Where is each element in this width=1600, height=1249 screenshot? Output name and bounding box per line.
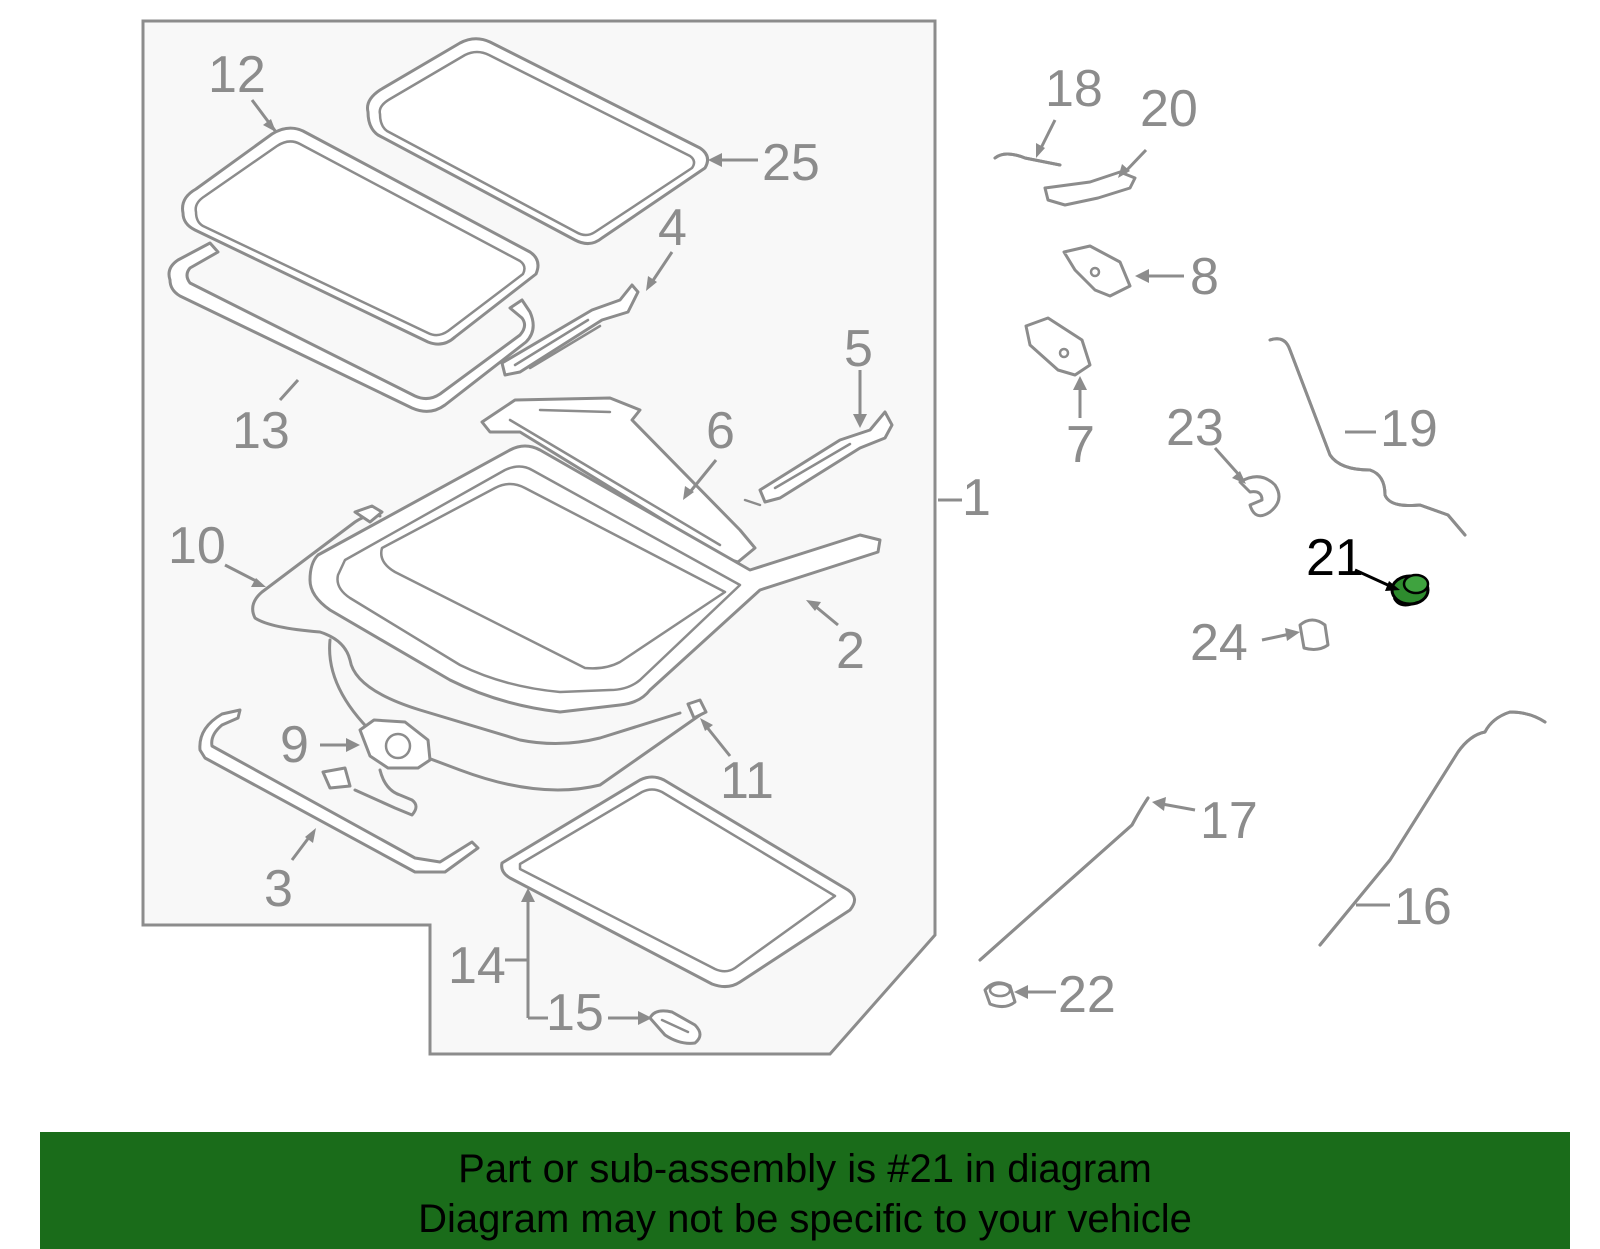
callout-7: 7 bbox=[1066, 416, 1095, 474]
part-2-main-frame[interactable] bbox=[308, 444, 882, 714]
part-12-glass-seal[interactable] bbox=[181, 126, 540, 346]
part-8-bracket[interactable] bbox=[1062, 244, 1132, 298]
callout-6: 6 bbox=[706, 402, 735, 460]
callout-20: 20 bbox=[1140, 80, 1198, 138]
callout-3: 3 bbox=[264, 860, 293, 918]
part-21-grommet[interactable] bbox=[1390, 573, 1430, 607]
part-18-hose[interactable] bbox=[993, 152, 1062, 167]
part-6-front-frame[interactable] bbox=[480, 396, 757, 564]
part-4-side-rail[interactable] bbox=[500, 283, 640, 377]
banner-line-2: Diagram may not be specific to your vehi… bbox=[418, 1197, 1192, 1241]
part-23-clip[interactable] bbox=[1238, 475, 1281, 518]
callout-16: 16 bbox=[1394, 878, 1452, 936]
part-9-motor[interactable] bbox=[321, 718, 432, 817]
callout-18: 18 bbox=[1045, 60, 1103, 118]
callout-19: 19 bbox=[1380, 400, 1438, 458]
leader-lines bbox=[224, 99, 1400, 1025]
callout-24: 24 bbox=[1190, 614, 1248, 672]
callout-11: 11 bbox=[720, 752, 774, 810]
callout-labels: 1 2 3 4 5 6 7 8 9 10 11 12 13 14 15 16 1… bbox=[168, 46, 1452, 1042]
part-13-sunshade[interactable] bbox=[167, 241, 535, 413]
part-info-banner: Part or sub-assembly is #21 in diagram D… bbox=[40, 1132, 1570, 1249]
part-24-cap[interactable] bbox=[1298, 618, 1330, 651]
part-16-drain-tube[interactable] bbox=[1318, 710, 1547, 947]
banner-line-1: Part or sub-assembly is #21 in diagram bbox=[458, 1147, 1152, 1191]
part-11-drain-hose[interactable] bbox=[328, 638, 708, 792]
callout-8: 8 bbox=[1190, 248, 1219, 306]
part-10-drain-hose[interactable] bbox=[251, 504, 682, 746]
callout-13: 13 bbox=[232, 402, 290, 460]
callout-21: 21 bbox=[1306, 529, 1364, 587]
callout-4: 4 bbox=[658, 199, 687, 257]
callout-2: 2 bbox=[836, 622, 865, 680]
callout-9: 9 bbox=[280, 716, 309, 774]
callout-10: 10 bbox=[168, 517, 226, 575]
part-25-glass-panel[interactable] bbox=[366, 37, 710, 245]
part-7-bracket[interactable] bbox=[1024, 316, 1092, 377]
part-3-wind-deflector[interactable] bbox=[198, 708, 480, 874]
callout-5: 5 bbox=[844, 320, 873, 378]
callout-14: 14 bbox=[448, 937, 506, 995]
part-14-tray[interactable] bbox=[500, 775, 856, 989]
callout-15: 15 bbox=[546, 984, 604, 1042]
callout-12: 12 bbox=[208, 46, 266, 104]
part-5-guide-rail[interactable] bbox=[743, 410, 894, 507]
callout-22: 22 bbox=[1058, 966, 1116, 1024]
callout-25: 25 bbox=[762, 134, 820, 192]
callout-17: 17 bbox=[1200, 792, 1258, 850]
part-20-connector[interactable] bbox=[1043, 170, 1137, 207]
part-22-grommet[interactable] bbox=[983, 981, 1017, 1009]
part-17-drain-tube[interactable] bbox=[978, 796, 1150, 962]
callout-1: 1 bbox=[962, 469, 991, 527]
part-19-drain-tube[interactable] bbox=[1268, 337, 1467, 537]
part-15-clip[interactable] bbox=[648, 1009, 702, 1045]
callout-23: 23 bbox=[1166, 399, 1224, 457]
